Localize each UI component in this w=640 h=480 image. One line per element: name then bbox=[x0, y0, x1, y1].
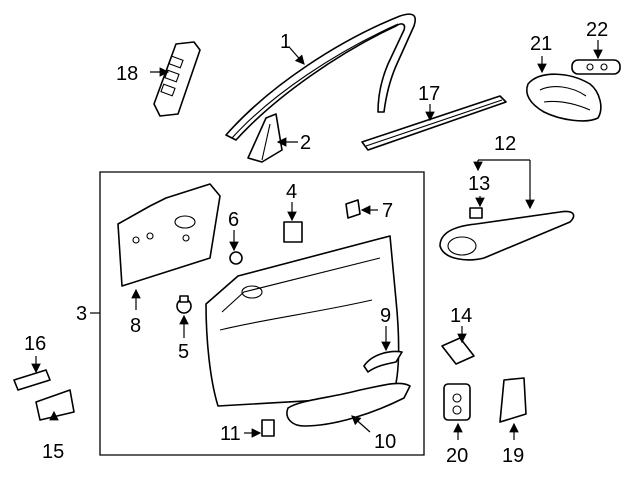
callout-17: 17 bbox=[418, 83, 440, 105]
part-19-switch bbox=[499, 377, 527, 423]
callout-4: 4 bbox=[286, 181, 297, 203]
callout-11: 11 bbox=[220, 423, 241, 445]
part-16-bracket bbox=[13, 369, 51, 391]
part-21-seat-switch bbox=[526, 73, 602, 122]
callout-1: 1 bbox=[280, 31, 291, 53]
part-17-weatherstrip bbox=[361, 95, 507, 151]
part-20-switch bbox=[443, 383, 471, 421]
part-10-armrest bbox=[286, 382, 411, 427]
part-12-upper-trim bbox=[439, 210, 575, 261]
callout-15: 15 bbox=[42, 441, 64, 463]
callout-9: 9 bbox=[380, 305, 391, 327]
part-14-bracket bbox=[441, 337, 475, 365]
door-panel-group-frame bbox=[99, 171, 425, 456]
leader-lines bbox=[31, 40, 603, 440]
part-1-window-molding bbox=[225, 13, 416, 141]
callout-8: 8 bbox=[130, 315, 141, 337]
callout-5: 5 bbox=[178, 341, 189, 363]
callout-20: 20 bbox=[446, 445, 468, 467]
part-13-clip bbox=[469, 207, 483, 219]
callout-18: 18 bbox=[116, 63, 138, 85]
callout-22: 22 bbox=[586, 19, 608, 41]
callout-10: 10 bbox=[374, 431, 396, 453]
callout-21: 21 bbox=[530, 33, 552, 55]
part-4-retainer bbox=[283, 221, 303, 243]
part-11-clip bbox=[261, 419, 275, 437]
callout-16: 16 bbox=[24, 333, 46, 355]
callout-labels: 1 2 3 4 5 6 7 8 9 10 11 12 13 14 15 16 1… bbox=[24, 19, 608, 467]
part-18-window-switch bbox=[153, 41, 201, 117]
callout-6: 6 bbox=[228, 209, 239, 231]
callout-7: 7 bbox=[382, 200, 393, 222]
callout-2: 2 bbox=[300, 132, 311, 154]
callout-3: 3 bbox=[76, 303, 87, 325]
part-8-insulator bbox=[117, 183, 221, 287]
part-22-memory-switch bbox=[571, 59, 621, 75]
part-15-bracket bbox=[35, 389, 75, 421]
door-trim-panel bbox=[205, 235, 400, 407]
callout-12: 12 bbox=[494, 133, 516, 155]
part-7-clip bbox=[345, 199, 361, 219]
part-6-grommet bbox=[229, 251, 243, 265]
callout-19: 19 bbox=[502, 445, 524, 467]
part-5-push-pin bbox=[176, 295, 192, 314]
callout-13: 13 bbox=[468, 173, 490, 195]
part-9-handle-bezel bbox=[363, 350, 403, 373]
callout-14: 14 bbox=[450, 305, 472, 327]
part-2-mirror-trim bbox=[247, 113, 283, 163]
